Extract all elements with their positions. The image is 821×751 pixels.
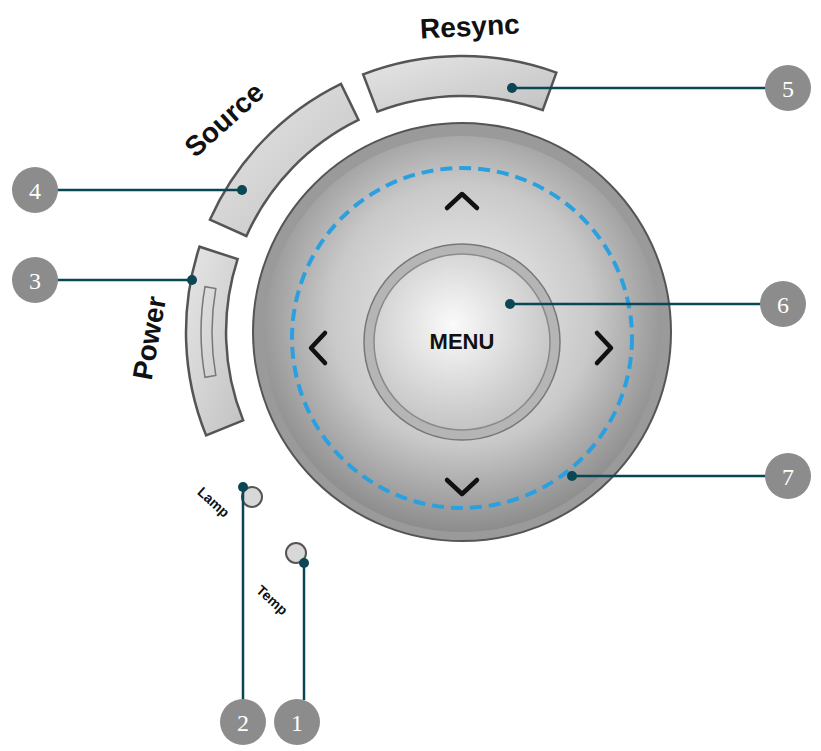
callout-number: 2: [237, 711, 249, 735]
button-label: Resync: [420, 10, 521, 43]
callout-number: 6: [777, 293, 789, 317]
dial-face: [264, 136, 660, 532]
led-label: Temp: [254, 583, 290, 618]
menu-label: MENU: [430, 331, 495, 353]
menu-button: [374, 254, 550, 430]
down-arrow: [447, 480, 477, 494]
callout-number: 4: [29, 179, 41, 203]
left-arrow: [311, 333, 325, 363]
callout-number: 1: [291, 711, 303, 735]
menu-outer: [364, 244, 560, 440]
leader-dots: [187, 83, 577, 568]
callout-circles: [12, 65, 811, 745]
resync-button: [363, 56, 556, 112]
callout-number: 7: [782, 465, 794, 489]
led-label: Lamp: [195, 484, 232, 519]
power-slot: [201, 287, 216, 378]
callout-number: 3: [29, 269, 41, 293]
power-button: [186, 247, 243, 436]
dial-outer-ring: [253, 123, 671, 541]
button-label: Power: [129, 294, 171, 382]
dashed-ring: [292, 168, 632, 508]
up-arrow: [447, 194, 477, 208]
leader-lines: [57, 88, 766, 700]
right-arrow: [597, 333, 611, 363]
callout-number: 5: [782, 77, 794, 101]
